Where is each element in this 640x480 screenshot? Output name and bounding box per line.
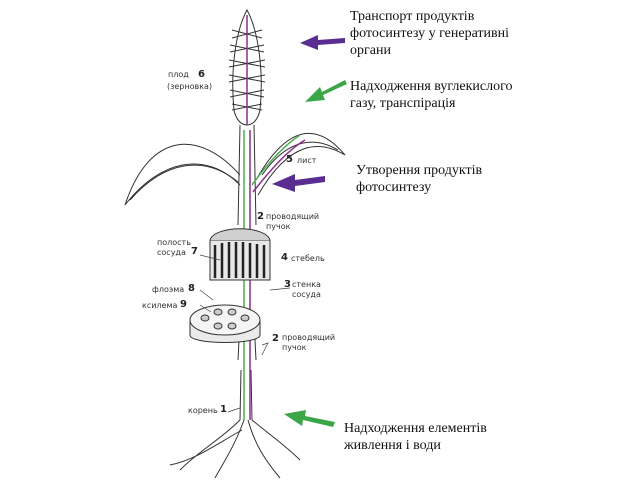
stem-cross-section xyxy=(209,228,271,281)
label-fruit: плод xyxy=(168,70,189,79)
wheat-ear xyxy=(228,8,266,126)
label-phloem: флоэма xyxy=(152,285,185,294)
label-root: корень xyxy=(188,406,218,415)
num-vessel-cavity: 7 xyxy=(191,246,198,257)
num-bundle-bottom: 2 xyxy=(272,333,279,344)
num-root: 1 xyxy=(220,404,227,415)
num-phloem: 8 xyxy=(188,283,195,294)
caption-co2: Надходження вуглекислого газу, транспіра… xyxy=(350,79,513,111)
caption-nutrients: Надходження елементів живлення і води xyxy=(344,421,487,453)
label-stem: стебель xyxy=(291,254,325,263)
pointer-lines xyxy=(199,254,291,413)
label-leaf: лист xyxy=(297,156,317,165)
label-bundle-top: проводящий пучок xyxy=(266,212,320,231)
label-vessel-wall: стенка сосуда xyxy=(292,280,321,299)
num-fruit: 6 xyxy=(198,69,205,80)
num-vessel-wall: 3 xyxy=(284,279,291,290)
caption-transport: Транспорт продуктів фотосинтезу у генера… xyxy=(350,9,510,58)
arrow-transport xyxy=(300,35,345,50)
num-bundle-top: 2 xyxy=(257,211,264,222)
label-xylem: ксилема xyxy=(142,301,178,310)
num-stem: 4 xyxy=(281,252,288,263)
label-vessel-cavity: полость сосуда xyxy=(157,238,191,257)
arrow-nutrients xyxy=(284,410,335,427)
label-bundle-bottom: проводящий пучок xyxy=(282,333,336,352)
roots xyxy=(169,419,301,479)
num-leaf: 5 xyxy=(286,154,293,165)
arrow-co2 xyxy=(305,80,347,102)
caption-photosynthesis: Утворення продуктів фотосинтезу xyxy=(356,163,483,195)
leaves xyxy=(124,132,346,206)
disc-cross-section xyxy=(189,304,261,343)
label-fruit-sub: (зерновка) xyxy=(167,82,213,91)
arrow-photosynthesis xyxy=(272,174,325,192)
num-xylem: 9 xyxy=(180,299,187,310)
